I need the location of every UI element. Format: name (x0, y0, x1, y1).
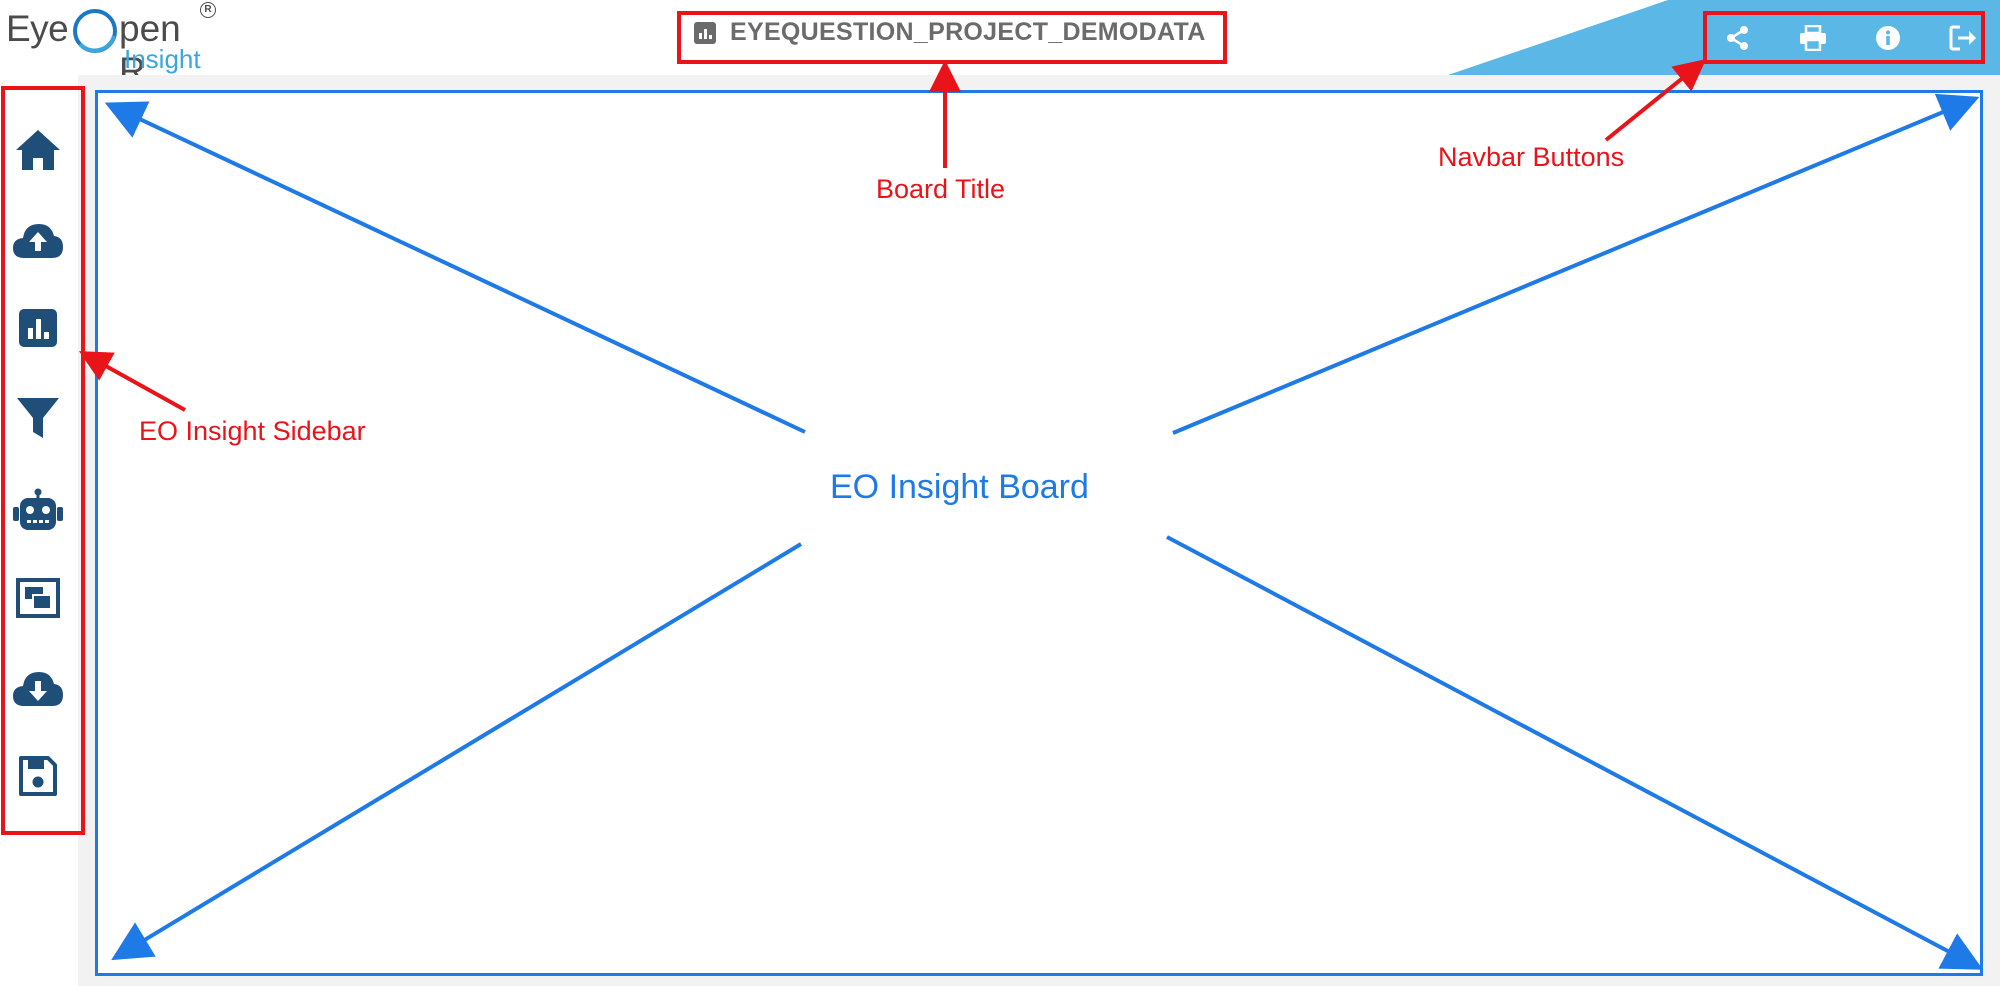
sign-out-icon (1949, 25, 1976, 50)
board-title-bar: EYEQUESTION_PROJECT_DEMODATA (694, 18, 1206, 47)
eo-insight-sidebar (0, 88, 80, 833)
share-button[interactable] (1721, 21, 1755, 55)
logo-text-insight: Insight (124, 44, 201, 74)
navbar-background (1448, 0, 2000, 75)
print-icon (1799, 24, 1826, 51)
info-button[interactable] (1871, 21, 1905, 55)
save-icon (19, 756, 57, 796)
sidebar-item-download[interactable] (10, 660, 66, 716)
navbar-buttons-highlight (1703, 11, 1985, 64)
annotation-navbar-buttons: Navbar Buttons (1438, 142, 1625, 172)
filter-icon (17, 398, 59, 438)
cloud-download-icon (13, 672, 63, 706)
info-icon (1875, 25, 1900, 50)
sidebar-highlight (1, 86, 85, 835)
eyeopenr-logo: Eye pen R Insight R (6, 2, 216, 91)
sidebar-item-home[interactable] (10, 122, 66, 178)
cloud-upload-icon (13, 224, 63, 258)
registered-mark: R (200, 2, 216, 18)
logo-text-eye: Eye (6, 8, 69, 49)
robot-icon (13, 488, 63, 530)
navbar-buttons (1700, 0, 2000, 75)
sidebar-item-chart[interactable] (10, 300, 66, 356)
chart-icon (19, 309, 57, 347)
annotation-board-title: Board Title (876, 174, 1006, 204)
home-icon (16, 130, 60, 170)
annotation-sidebar: EO Insight Sidebar (139, 416, 366, 446)
bar-chart-icon (694, 21, 716, 44)
board-title-highlight (677, 11, 1227, 64)
sidebar-item-layout[interactable] (10, 570, 66, 626)
board-label: EO Insight Board (830, 468, 1089, 506)
print-button[interactable] (1796, 21, 1830, 55)
logout-button[interactable] (1946, 21, 1980, 55)
sidebar-item-save[interactable] (10, 748, 66, 804)
eo-insight-board[interactable] (95, 90, 1983, 976)
layout-icon (16, 578, 60, 618)
sidebar-item-robot[interactable] (10, 482, 66, 538)
sidebar-item-upload[interactable] (10, 212, 66, 268)
logo-o-icon (73, 9, 117, 53)
share-icon (1726, 25, 1748, 50)
sidebar-item-filter[interactable] (10, 390, 66, 446)
board-title: EYEQUESTION_PROJECT_DEMODATA (730, 18, 1206, 46)
